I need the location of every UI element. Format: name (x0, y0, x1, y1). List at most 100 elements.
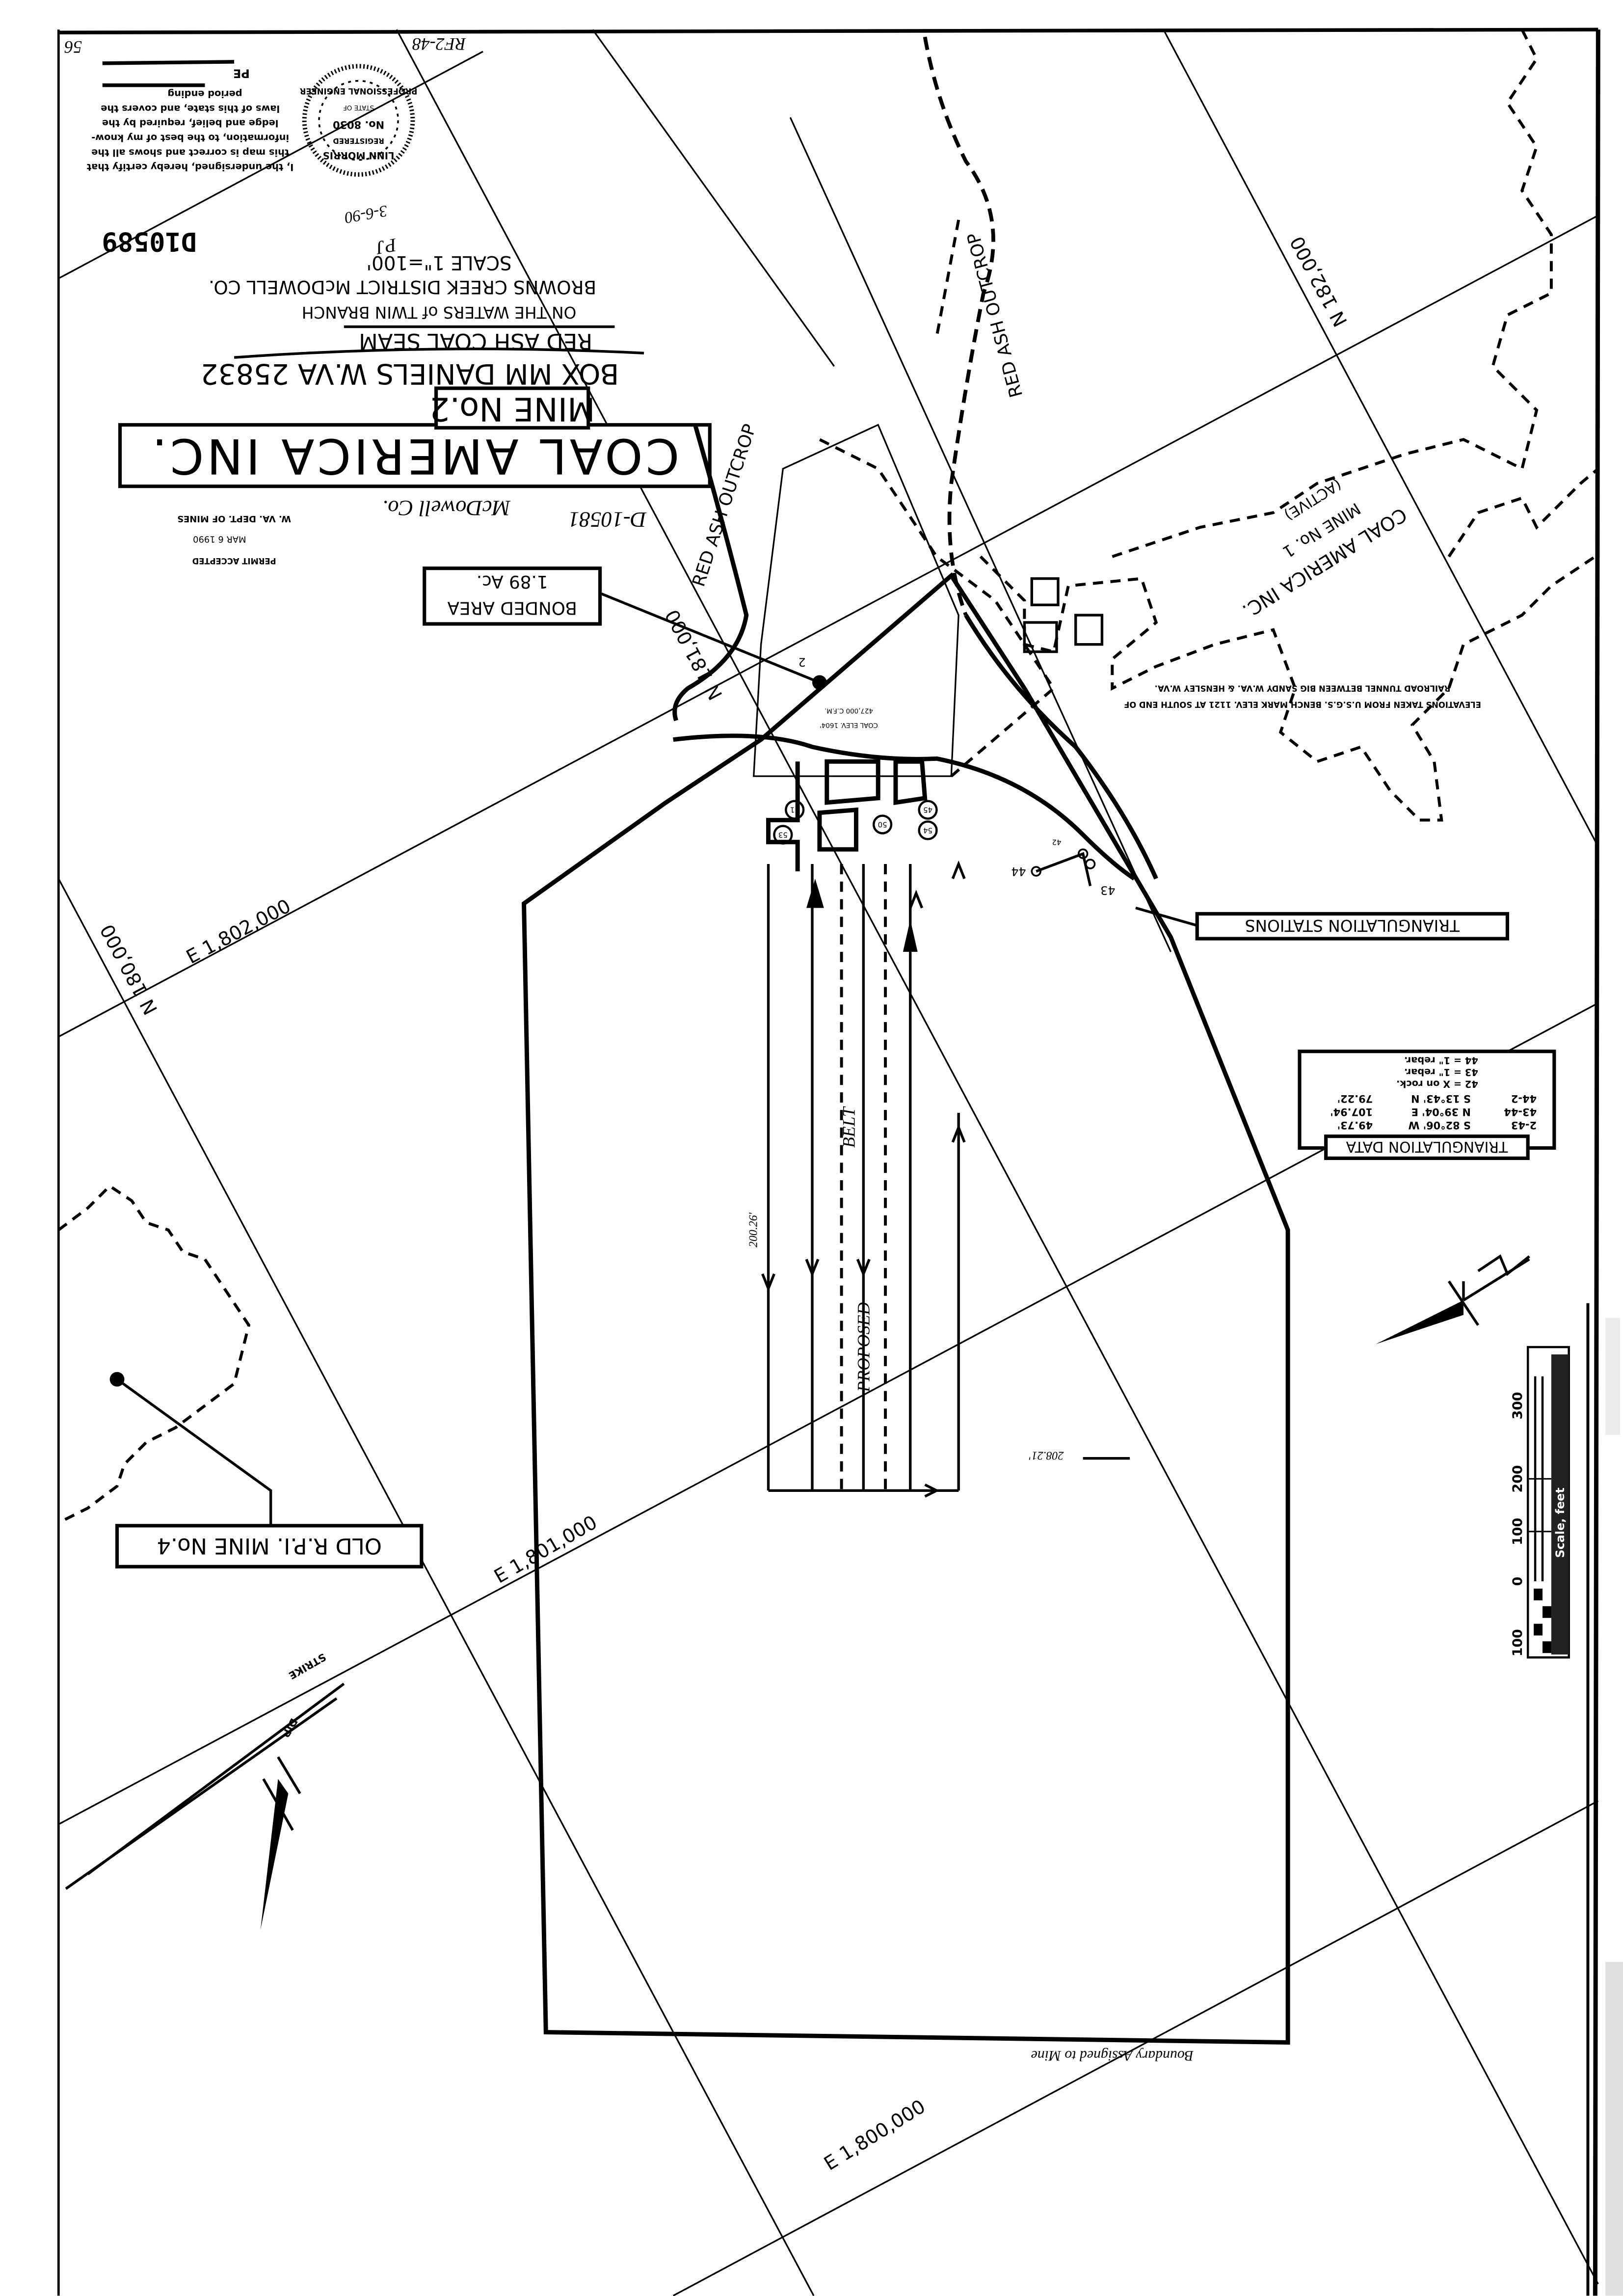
company-name: COAL AMERICA INC. (149, 428, 679, 484)
coal-seam: RED ASH COAL SEAM (359, 328, 592, 354)
map-number: D10589 (102, 226, 197, 257)
svg-text:STATE OF: STATE OF (343, 104, 374, 111)
boundary-note: Boundary Assigned to Mine (1031, 2048, 1194, 2064)
old-mine-callout: OLD R.P.I. MINE No.4 (109, 1372, 424, 1568)
waters: ON THE WATERS of TWIN BRANCH (302, 303, 577, 322)
proposed-entries (761, 860, 966, 1498)
table-note: 43 = 1" rebar. (1404, 1066, 1478, 1078)
svg-text:S 82°06' W: S 82°06' W (1408, 1119, 1470, 1131)
table-note: 44 = 1" rebar. (1404, 1055, 1478, 1066)
svg-text:44: 44 (1011, 864, 1026, 878)
svg-text:S 13°43' N: S 13°43' N (1411, 1093, 1471, 1105)
bonded-area-callout: 1.89 Ac. BONDED AREA (423, 567, 827, 690)
svg-text:79.22': 79.22' (1337, 1093, 1373, 1105)
svg-text:300: 300 (1510, 1392, 1525, 1419)
svg-text:53: 53 (778, 830, 788, 839)
svg-text:50: 50 (878, 820, 887, 829)
red-ash-outcrop-left (672, 424, 749, 722)
svg-text:TRIANGULATION DATA: TRIANGULATION DATA (1346, 1138, 1508, 1155)
svg-text:W. VA. DEPT. OF MINES: W. VA. DEPT. OF MINES (177, 513, 291, 524)
mine-address: BOX MM DANIELS W.VA 25832 (201, 357, 619, 390)
mine-boundary (522, 572, 1290, 2045)
elevation-note: RAILROAD TUNNEL BETWEEN BIG SANDY W.VA. … (1155, 684, 1451, 693)
svg-text:LINN MORRIS: LINN MORRIS (323, 150, 394, 161)
outcrop-label-right: RED ASH OUTCROP (963, 231, 1027, 400)
table-row: 43-44 N 39°04' E 107.94' (1330, 1106, 1537, 1118)
certification-block: 56 RF2-48 PE I, the undersigned, hereby … (64, 34, 466, 173)
grid-label-e-1802000: E 1,802,000 (183, 895, 294, 969)
svg-text:STRIKE: STRIKE (287, 1651, 328, 1682)
svg-text:100: 100 (1510, 1629, 1525, 1656)
scale-bar: 100 0 100 200 300 Scale, feet (1510, 1346, 1570, 1659)
mine-no1-workings (935, 219, 1596, 822)
district: BROWNS CREEK DISTRICT McDOWELL CO. (209, 276, 596, 298)
engineer-seal: PROFESSIONAL ENGINEER STATE OF No. 8030 … (299, 64, 417, 177)
handwritten-county: McDowell Co. (382, 496, 511, 520)
svg-text:BONDED AREA: BONDED AREA (447, 598, 577, 618)
title-block: COAL AMERICA INC. MINE No.2 BOX MM DANIE… (118, 251, 712, 488)
distance-bottom: 208.21' (1029, 1449, 1064, 1462)
north-arrow-icon (260, 1756, 301, 1930)
svg-text:42: 42 (1052, 837, 1062, 846)
svg-text:43-44: 43-44 (1504, 1106, 1537, 1118)
bonded-area-dashed (819, 438, 1056, 778)
cert-line: information, to the best of my know- (91, 132, 289, 143)
svg-text:2-43: 2-43 (1511, 1119, 1537, 1131)
svg-text:51: 51 (790, 806, 799, 814)
old-mine-workings (57, 1184, 251, 1524)
svg-text:0: 0 (1510, 1577, 1525, 1586)
handwritten-date: 3-6-90 (343, 202, 389, 227)
svg-text:100: 100 (1510, 1518, 1525, 1545)
svg-text:PROFESSIONAL ENGINEER: PROFESSIONAL ENGINEER (299, 86, 417, 96)
cert-line: ledge and belief, required by the (102, 118, 279, 129)
distance-left: 200.26' (747, 1212, 760, 1247)
svg-text:45: 45 (923, 806, 932, 814)
grid-label-e-1800000: E 1,800,000 (820, 2096, 929, 2175)
signature-suffix: PE (233, 67, 250, 81)
svg-text:427,000 C.F.M.: 427,000 C.F.M. (825, 706, 873, 714)
svg-text:107.94': 107.94' (1330, 1106, 1373, 1118)
triangulation-data-table: TRIANGULATION DATA 2-43 S 82°06' W 49.73… (1298, 1050, 1556, 1160)
table-row: 2-43 S 82°06' W 49.73' (1337, 1119, 1537, 1131)
svg-text:PERMIT ACCEPTED: PERMIT ACCEPTED (192, 556, 276, 566)
mine-no1-workings-upper (1112, 28, 1553, 558)
sheet-border (57, 27, 1623, 2296)
red-ash-outcrop-right-solid (964, 614, 1158, 880)
svg-text:MAR 6 1990: MAR 6 1990 (193, 534, 246, 544)
map-scale: SCALE 1"=100' (367, 251, 512, 273)
cert-line: I, the undersigned, hereby certify that (87, 162, 294, 173)
portal-workings: 51 50 45 54 53 COAL ELEV. 1604' 427,000 … (766, 706, 938, 871)
grid-label-n-mid: N 181,000 (661, 606, 727, 703)
handwritten-ref: D-10581 (568, 508, 647, 532)
cert-line: laws of this state, and covers the (101, 103, 280, 114)
table-row: 44-2 S 13°43' N 79.22' (1337, 1093, 1537, 1105)
mine-name: MINE No.2 (429, 390, 595, 428)
svg-text:49.73': 49.73' (1337, 1119, 1373, 1131)
permit-stamp: W. VA. DEPT. OF MINES MAR 6 1990 PERMIT … (177, 513, 291, 566)
compass-north-arrow-icon (1376, 1254, 1530, 1345)
svg-text:200: 200 (1510, 1465, 1525, 1492)
coordinate-grid (57, 29, 1599, 2296)
svg-text:Scale, feet: Scale, feet (1553, 1487, 1567, 1558)
table-note: 42 = X on rock. (1396, 1078, 1478, 1089)
svg-text:1.89 Ac.: 1.89 Ac. (477, 571, 548, 592)
cert-line: this map is correct and shows all the (91, 147, 289, 158)
handwritten-initials: PJ (374, 234, 399, 259)
svg-text:No. 8030: No. 8030 (333, 119, 384, 131)
elevation-note: ELEVATIONS TAKEN FROM U.S.G.S. BENCH MAR… (1124, 700, 1481, 709)
svg-text:N 39°04' E: N 39°04' E (1411, 1106, 1471, 1118)
strike-dip-symbol: STRIKE DIP (65, 1651, 345, 1890)
svg-text:OLD R.P.I. MINE No.4: OLD R.P.I. MINE No.4 (157, 1533, 382, 1559)
triangulation-stations-label: TRIANGULATION STATIONS (1245, 916, 1460, 935)
svg-text:54: 54 (923, 826, 932, 835)
grid-label-n-right: N 182,000 (1286, 233, 1352, 330)
svg-text:44-2: 44-2 (1511, 1093, 1537, 1105)
outcrop-crop-line (673, 733, 1136, 881)
grid-label-e-1801000: E 1,801,000 (490, 1512, 601, 1588)
svg-text:REGISTERED: REGISTERED (333, 136, 384, 145)
svg-text:43: 43 (1100, 884, 1115, 897)
cert-line: period ending (167, 88, 242, 100)
station-label-2: 2 (798, 655, 806, 669)
mine-no1-workings-right (1447, 467, 1599, 558)
